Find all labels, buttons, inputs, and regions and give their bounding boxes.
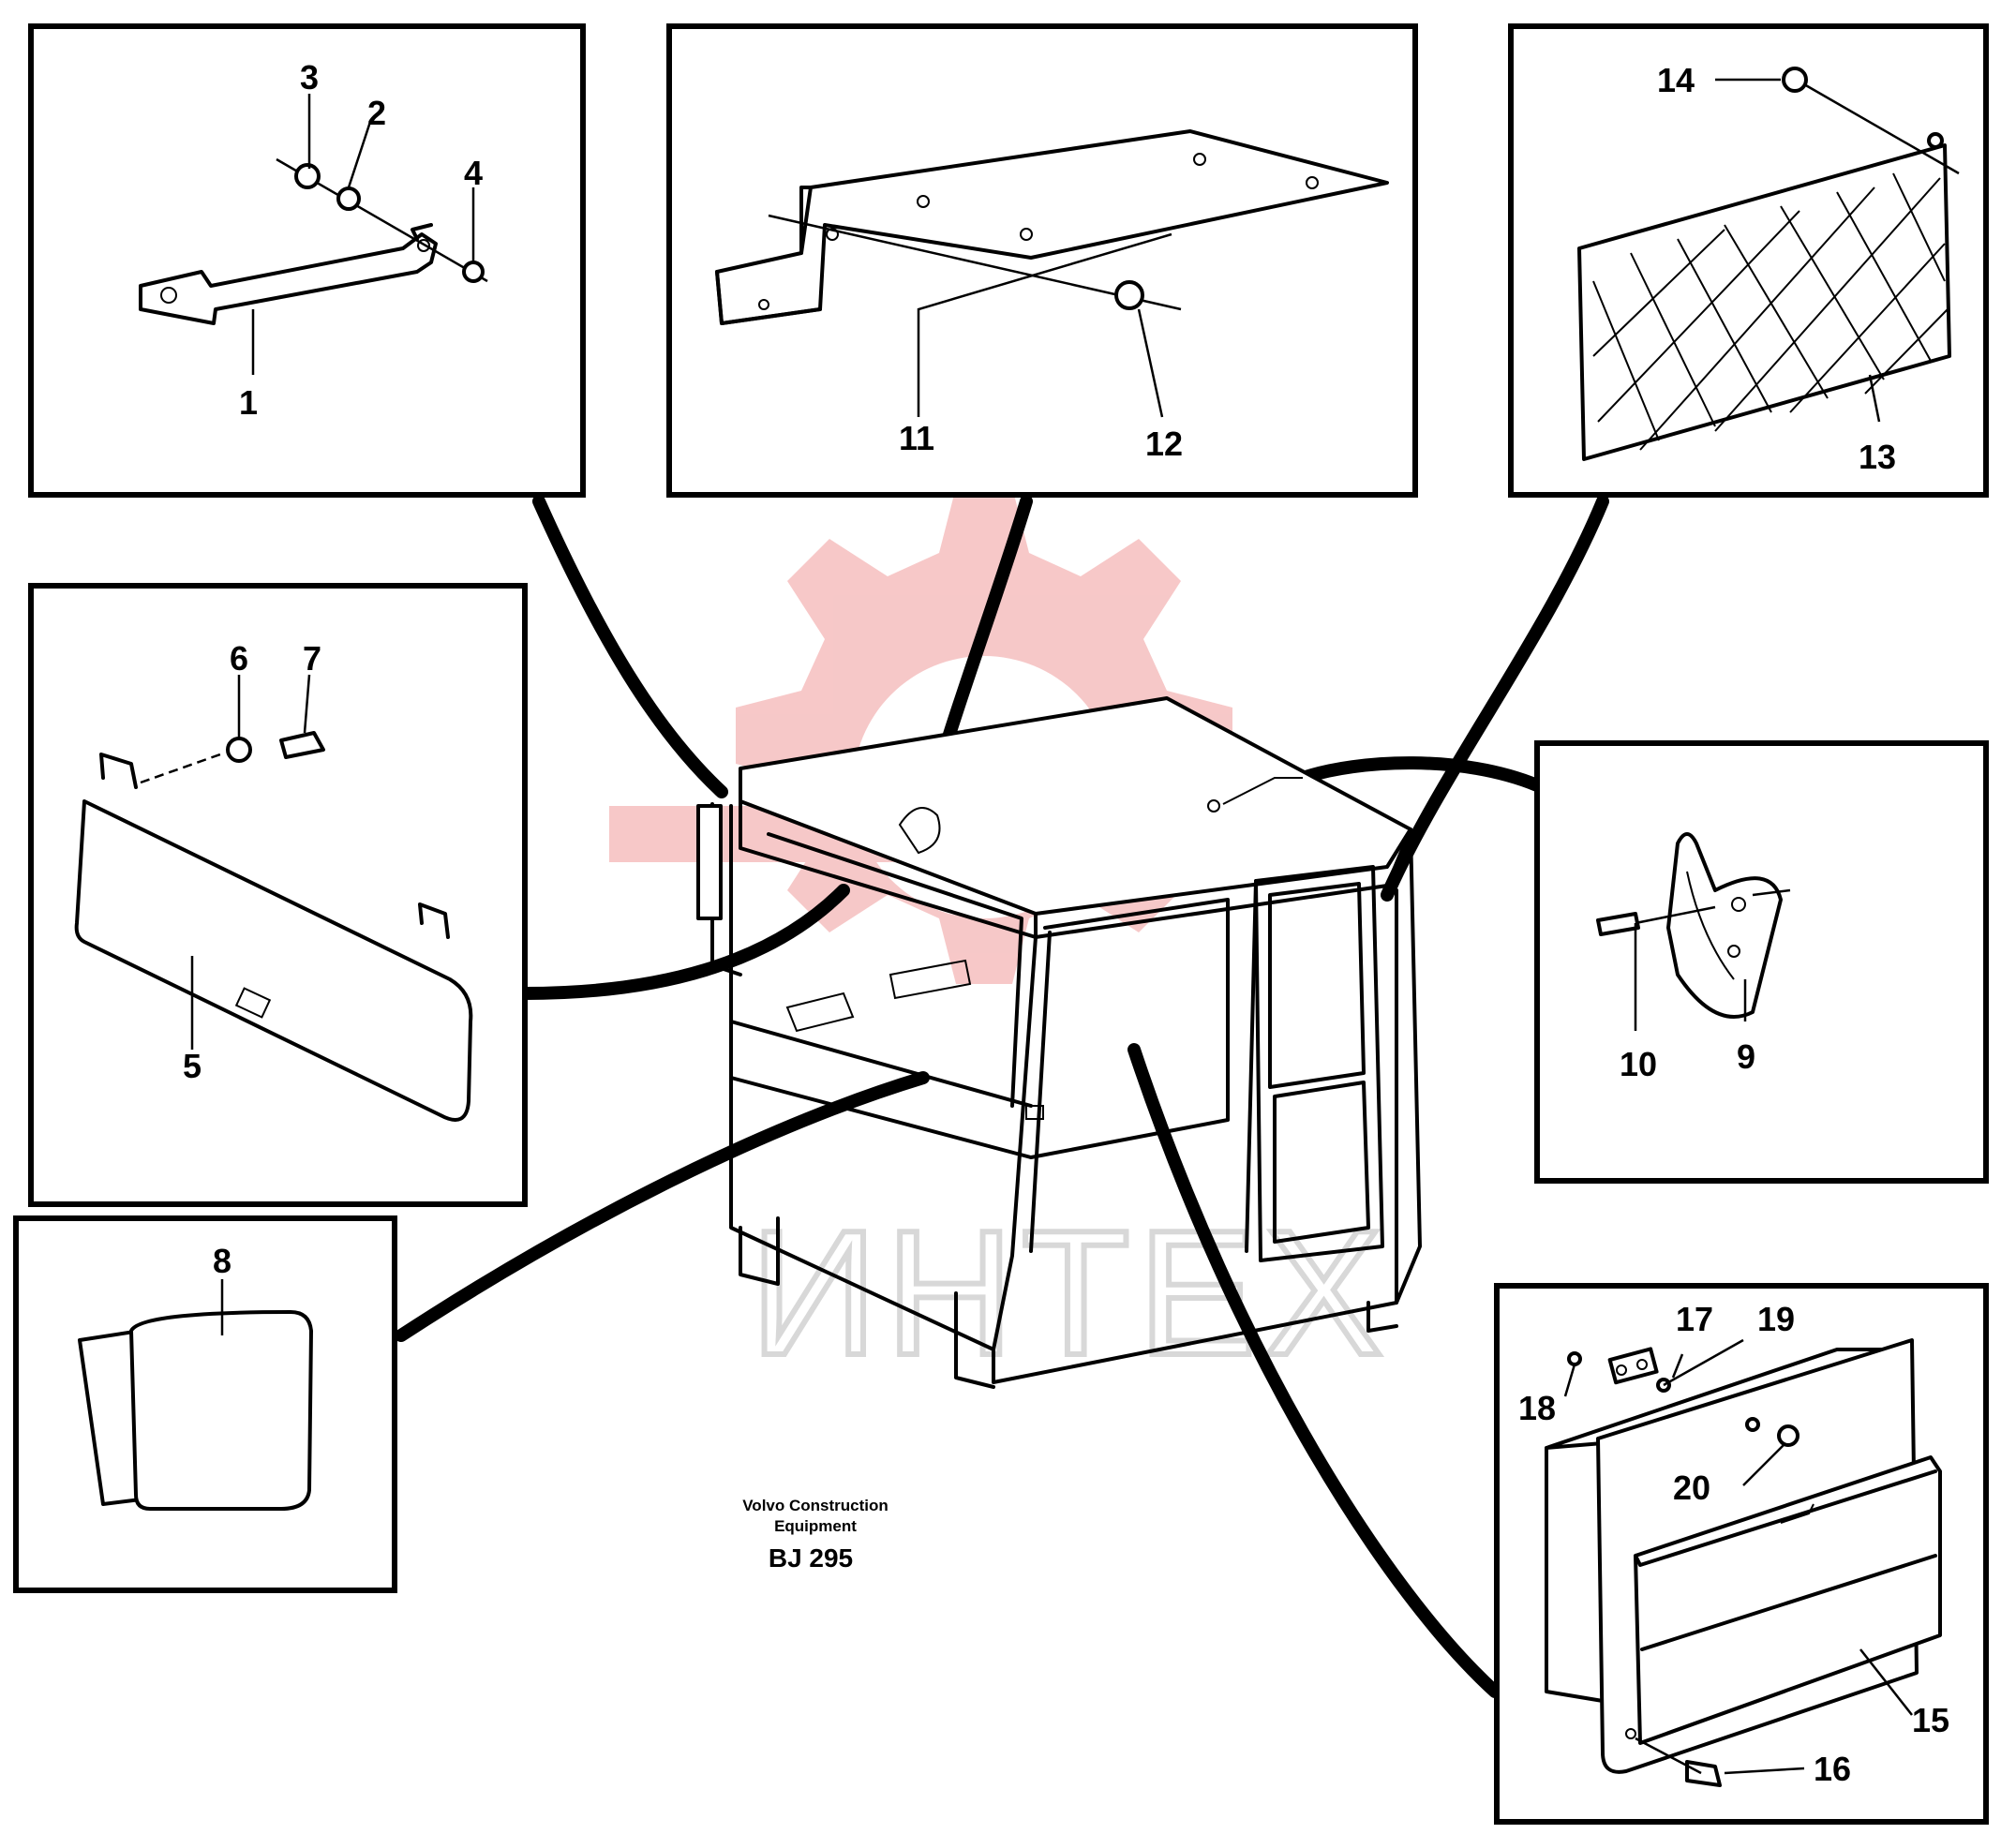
callout-3: 3 xyxy=(300,58,319,97)
callout-8: 8 xyxy=(213,1242,231,1280)
callout-16: 16 xyxy=(1814,1750,1851,1788)
detail-box-storage-bin xyxy=(13,1215,397,1593)
detail-box-roof-plate xyxy=(666,23,1418,498)
callout-17: 17 xyxy=(1676,1300,1713,1338)
detail-box-net xyxy=(1508,23,1989,498)
callout-4: 4 xyxy=(464,154,483,192)
detail-box-handle xyxy=(28,23,586,498)
detail-box-coat-hook xyxy=(1534,740,1989,1184)
caption-company-line2: Equipment xyxy=(774,1517,857,1535)
callout-5: 5 xyxy=(183,1047,202,1085)
callout-2: 2 xyxy=(367,94,386,132)
callout-20: 20 xyxy=(1673,1469,1710,1507)
callout-10: 10 xyxy=(1620,1045,1657,1083)
caption-drawing-code: BJ 295 xyxy=(769,1543,853,1573)
callout-14: 14 xyxy=(1657,61,1695,99)
cab-assembly xyxy=(696,696,1422,1389)
callout-7: 7 xyxy=(303,639,321,678)
callout-6: 6 xyxy=(230,639,248,678)
callout-1: 1 xyxy=(239,383,258,422)
callout-labels: 3 2 4 1 11 12 14 13 6 7 5 8 10 9 17 19 1… xyxy=(183,58,1949,1788)
watermark-text: ИНТЕХ xyxy=(750,1194,1390,1393)
diagram-caption: Volvo Construction Equipment BJ 295 xyxy=(742,1497,889,1573)
detail-box-sun-visor xyxy=(28,583,528,1207)
callout-9: 9 xyxy=(1737,1037,1755,1076)
callout-19: 19 xyxy=(1757,1300,1795,1338)
callout-13: 13 xyxy=(1859,438,1896,476)
callout-18: 18 xyxy=(1518,1389,1556,1427)
connector-lines xyxy=(395,495,1609,1698)
callout-12: 12 xyxy=(1145,425,1183,463)
callout-15: 15 xyxy=(1912,1701,1949,1739)
detail-box-tool-box xyxy=(1494,1283,1989,1825)
caption-company: Volvo Construction xyxy=(742,1497,889,1514)
callout-11: 11 xyxy=(899,419,934,457)
